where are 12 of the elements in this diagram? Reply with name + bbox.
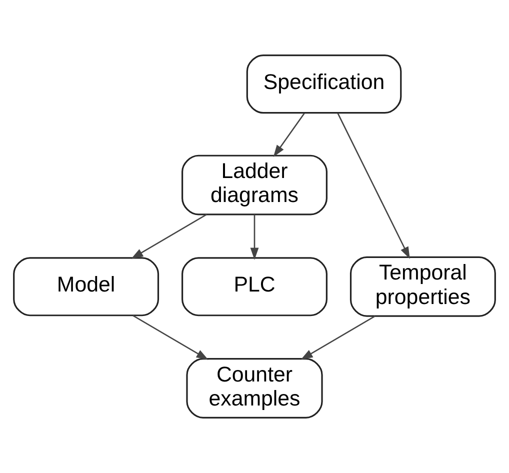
- arrow: [250, 214, 259, 260]
- node-box: PLC: [182, 257, 328, 316]
- node-box: Counter examples: [186, 358, 323, 418]
- node-box: Temporal properties: [350, 256, 496, 317]
- arrow: [132, 314, 208, 360]
- node-box: Ladder diagrams: [182, 154, 328, 216]
- arrow: [131, 214, 208, 259]
- node-box: Specification: [246, 54, 402, 114]
- node-box: Model: [13, 257, 160, 316]
- arrow: [300, 315, 376, 360]
- arrow: [337, 112, 410, 259]
- arrow: [273, 112, 305, 158]
